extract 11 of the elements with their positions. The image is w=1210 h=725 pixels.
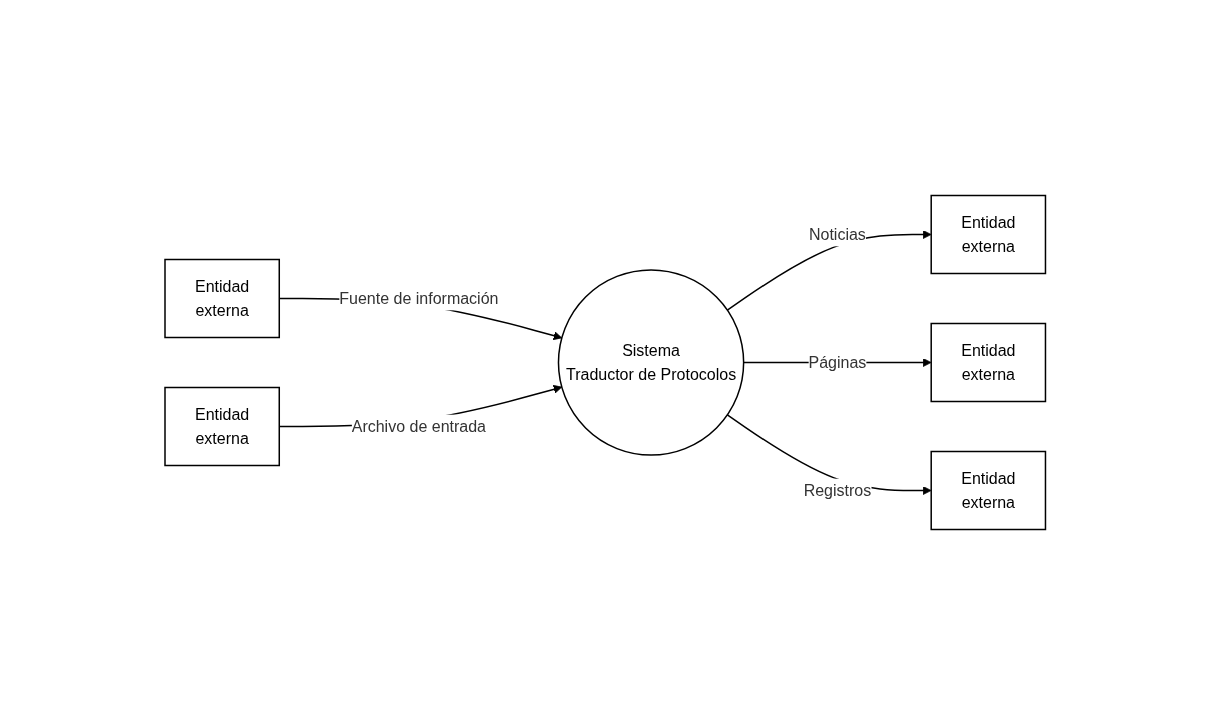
edge-label: Archivo de entrada	[351, 417, 486, 435]
node-box: Entidad externa	[930, 322, 1046, 403]
node-box: Entidad externa	[164, 386, 280, 467]
node-box: Entidad externa	[930, 450, 1046, 531]
node-circle: Sistema Traductor de Protocolos	[557, 269, 745, 456]
node-box: Entidad externa	[930, 194, 1046, 275]
edge-label: Páginas	[808, 353, 867, 371]
edge-label: Fuente de información	[339, 289, 499, 307]
node-box: Entidad externa	[164, 258, 280, 339]
edge-label: Noticias	[808, 225, 866, 243]
edge-label: Registros	[803, 481, 871, 499]
